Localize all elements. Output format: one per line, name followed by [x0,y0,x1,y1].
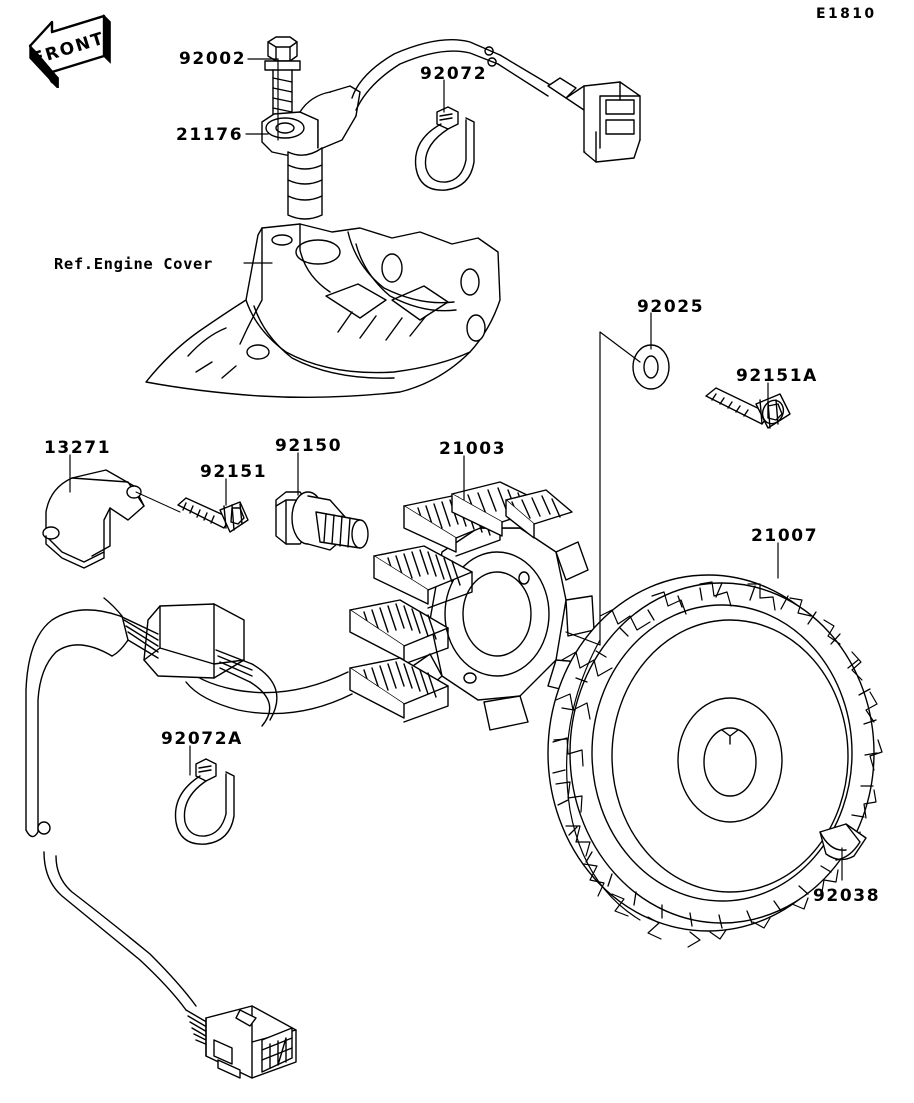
ref-engine-cover-label: Ref.Engine Cover [54,255,213,273]
part-label-92025[interactable]: 92025 [637,297,705,317]
part-label-21003[interactable]: 21003 [439,439,507,459]
wire-grommet [25,597,278,838]
part-92072A-cable-tie [174,758,235,845]
part-92072-cable-tie [414,106,475,191]
part-label-92038[interactable]: 92038 [813,886,881,906]
sensor-connector [547,77,641,163]
rotor-teeth [547,574,883,948]
harness-connector [205,1005,297,1079]
part-label-92151A[interactable]: 92151A [736,366,818,386]
part-92150-flange-bolt [275,491,369,551]
part-92151-socket-bolt [177,497,249,533]
part-92038-woodruff-key [819,823,867,861]
sheet-code: E1810 [816,6,877,22]
ref-engine-cover [145,223,501,399]
assembly-construction-line [565,331,641,646]
sensor-wire-harness [351,39,553,111]
part-label-92072[interactable]: 92072 [420,64,488,84]
leader-lines [69,58,843,881]
part-label-92151[interactable]: 92151 [200,462,268,482]
part-92025-washer [632,344,670,390]
part-label-13271[interactable]: 13271 [44,438,112,458]
part-label-92002[interactable]: 92002 [179,49,247,69]
lower-wire-harness [43,851,297,1079]
part-21176-crankshaft-sensor [261,85,361,220]
front-arrow-badge: FRONT [22,10,114,90]
part-label-21007[interactable]: 21007 [751,526,819,546]
part-92151A-socket-bolt [705,387,791,429]
part-21007-rotor-flywheel [547,574,883,948]
part-label-92072A[interactable]: 92072A [161,729,243,749]
part-label-92150[interactable]: 92150 [275,436,343,456]
part-label-21176[interactable]: 21176 [176,125,244,145]
part-13271-plate-bracket [42,469,145,569]
